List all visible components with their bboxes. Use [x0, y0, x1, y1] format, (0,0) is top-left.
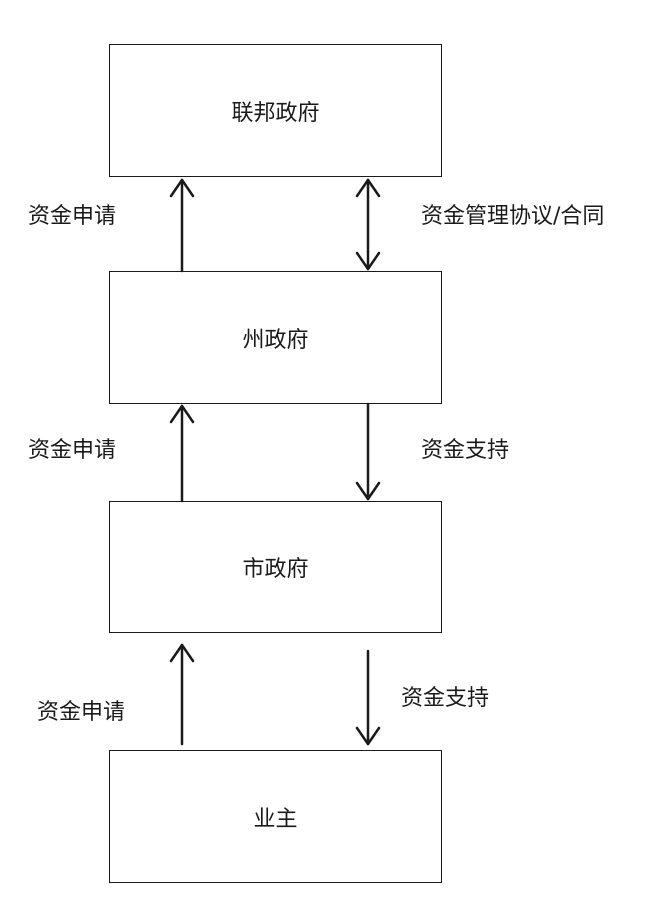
arrow-up-owner-to-city: [169, 643, 195, 746]
city-government-box: 市政府: [109, 501, 442, 633]
label-owner-to-city: 资金申请: [37, 700, 126, 725]
arrow-down-city-to-owner: [355, 649, 381, 746]
state-government-label: 州政府: [242, 327, 309, 353]
owner-box: 业主: [109, 750, 442, 883]
state-government-box: 州政府: [109, 271, 442, 404]
federal-government-box: 联邦政府: [109, 44, 442, 177]
label-state-to-federal: 资金申请: [28, 204, 117, 229]
label-city-to-state: 资金申请: [28, 438, 117, 463]
label-state-to-city: 资金支持: [421, 438, 510, 463]
label-federal-state-agreement: 资金管理协议/合同: [421, 204, 605, 229]
federal-government-label: 联邦政府: [231, 100, 320, 126]
arrow-up-state-to-federal: [169, 178, 195, 273]
owner-label: 业主: [253, 806, 298, 832]
arrow-up-city-to-state: [169, 404, 195, 503]
city-government-label: 市政府: [242, 557, 309, 582]
arrow-down-state-to-city: [355, 402, 381, 501]
arrow-bidirectional-federal-state: [355, 178, 381, 271]
label-city-to-owner: 资金支持: [401, 686, 490, 711]
